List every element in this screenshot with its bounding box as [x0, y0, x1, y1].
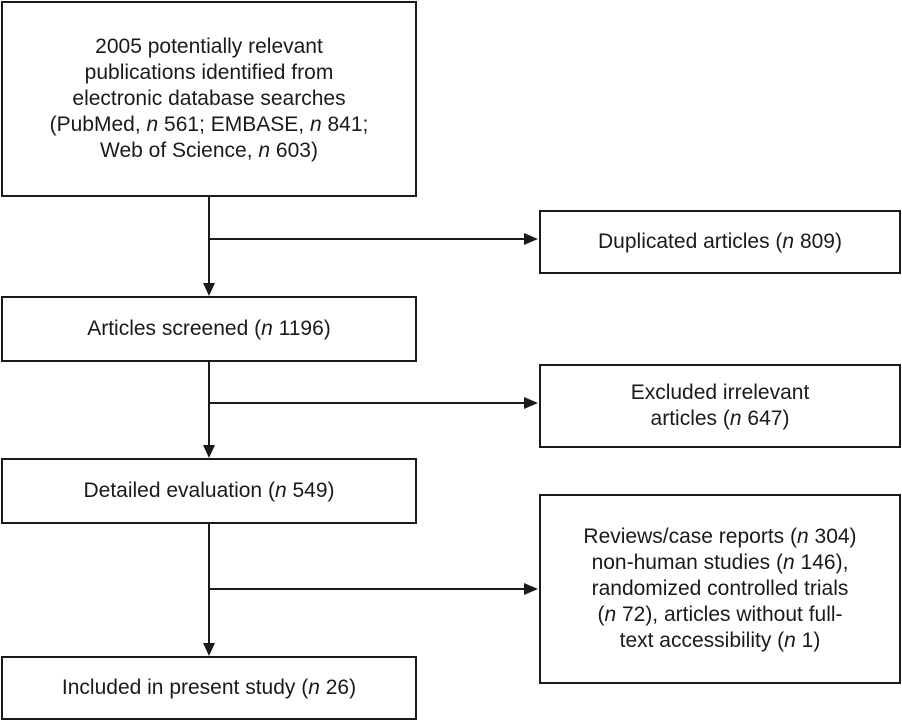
excluded-irrelevant-line-1: Excluded irrelevant	[630, 380, 810, 404]
detailed-text: Detailed evaluation (n 549)	[83, 478, 335, 502]
excluded-other-line-1: Reviews/case reports (n 304)	[583, 524, 857, 548]
connector-3-arrowhead	[203, 643, 215, 656]
duplicated-text: Duplicated articles (n 809)	[598, 229, 842, 253]
connector-1-branch-arrowhead	[524, 233, 538, 245]
excluded-other-line-2: non-human studies (n 146),	[591, 550, 849, 574]
identified-box: 2005 potentially relevant publications i…	[1, 1, 417, 197]
excluded-other-box: Reviews/case reports (n 304) non-human s…	[539, 494, 901, 684]
included-text: Included in present study (n 26)	[61, 675, 357, 699]
connector-1-arrowhead	[203, 283, 215, 296]
screened-box: Articles screened (n 1196)	[1, 296, 417, 362]
connector-3-vertical	[208, 524, 210, 644]
duplicated-box: Duplicated articles (n 809)	[539, 210, 901, 274]
connector-2-branch	[209, 402, 525, 404]
excluded-other-line-3: randomized controlled trials	[591, 576, 849, 600]
detailed-box: Detailed evaluation (n 549)	[1, 458, 417, 524]
identified-line-3: electronic database searches	[72, 86, 346, 110]
excluded-irrelevant-text: Excluded irrelevant articles (n 647)	[631, 380, 810, 432]
connector-2-arrowhead	[203, 445, 215, 458]
connector-3-branch	[209, 588, 525, 590]
identified-line-4: (PubMed, n 561; EMBASE, n 841;	[49, 113, 369, 137]
identified-line-2: publications identified from	[84, 60, 334, 84]
excluded-irrelevant-box: Excluded irrelevant articles (n 647)	[539, 364, 901, 448]
connector-3-branch-arrowhead	[524, 583, 538, 595]
connector-1-vertical	[208, 197, 210, 284]
included-box: Included in present study (n 26)	[1, 656, 417, 720]
excluded-other-line-5: text accessibility (n 1)	[619, 629, 821, 653]
identified-line-1: 2005 potentially relevant	[95, 34, 323, 58]
excluded-irrelevant-line-2: articles (n 647)	[650, 407, 790, 430]
connector-1-branch	[209, 238, 525, 240]
identified-text: 2005 potentially relevant publications i…	[50, 34, 369, 164]
excluded-other-line-4: (n 72), articles without full-	[597, 603, 843, 627]
connector-2-vertical	[208, 362, 210, 446]
screened-text: Articles screened (n 1196)	[87, 316, 331, 340]
connector-2-branch-arrowhead	[524, 397, 538, 409]
identified-line-5: Web of Science, n 603)	[100, 139, 318, 163]
excluded-other-text: Reviews/case reports (n 304) non-human s…	[583, 524, 856, 654]
